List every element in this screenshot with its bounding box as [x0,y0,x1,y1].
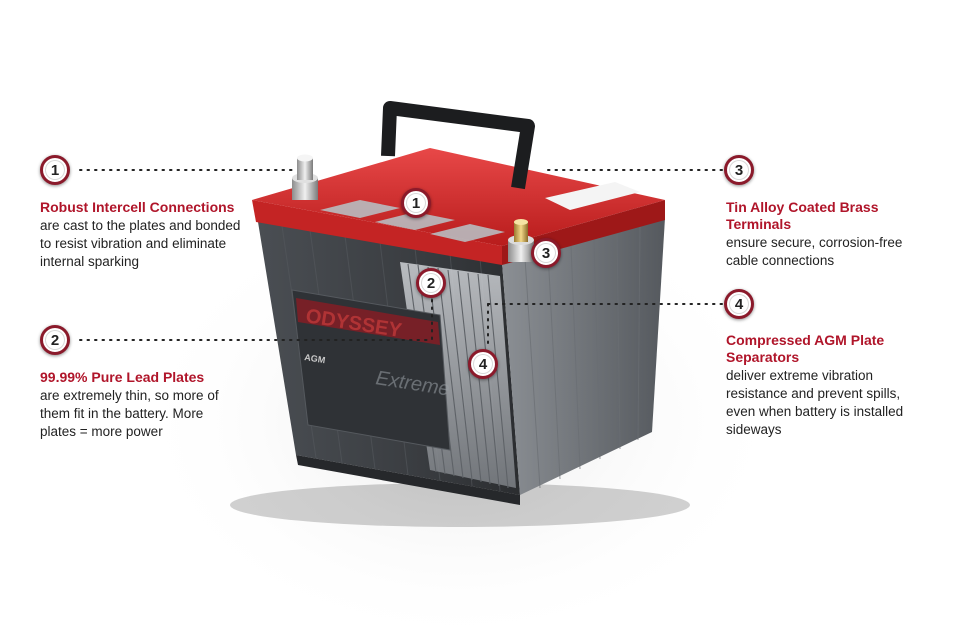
feature-1-callout: Robust Intercell Connections are cast to… [40,199,250,271]
feature-1-title: Robust Intercell Connections [40,199,235,215]
battery-model-text: Extreme [374,367,451,400]
battery-type-text: AGM [304,352,326,365]
feature-2-title: 99.99% Pure Lead Plates [40,369,205,385]
feature-3-badge: 3 [724,155,754,185]
feature-4-badge: 4 [724,289,754,319]
feature-4-description: deliver extreme vibration resistance and… [726,368,904,437]
feature-4-title: Compressed AGM Plate Separators [726,332,885,365]
feature-2-badge: 2 [40,325,70,355]
feature-4-callout: Compressed AGM Plate Separators deliver … [726,332,916,439]
battery-marker-2: 2 [416,268,446,298]
battery-marker-1: 1 [401,188,431,218]
feature-3-title: Tin Alloy Coated Brass Terminals [726,199,879,232]
battery-marker-4: 4 [468,349,498,379]
feature-1-description: are cast to the plates and bonded to res… [40,218,241,269]
feature-2-callout: 99.99% Pure Lead Plates are extremely th… [40,369,230,441]
feature-3-callout: Tin Alloy Coated Brass Terminals ensure … [726,199,936,270]
feature-2-description: are extremely thin, so more of them fit … [40,388,219,439]
feature-1-badge: 1 [40,155,70,185]
feature-3-description: ensure secure, corrosion-free cable conn… [726,235,903,268]
battery-marker-3: 3 [531,238,561,268]
battery-brand-text: ODYSSEY [304,305,404,342]
